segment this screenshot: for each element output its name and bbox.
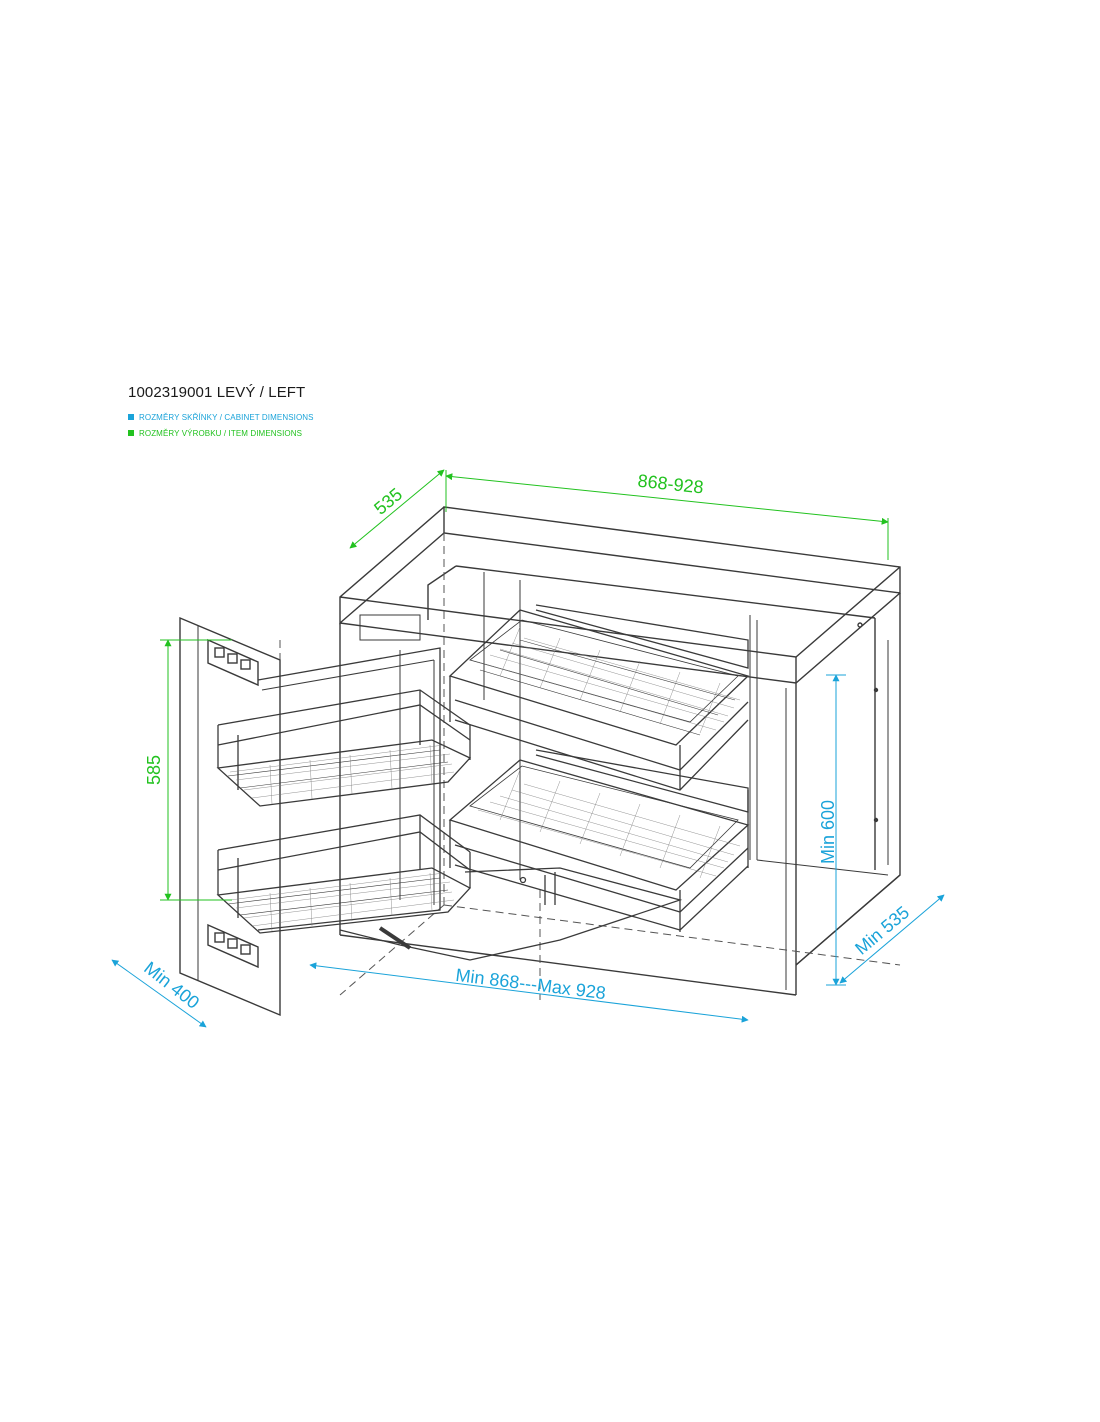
upper-back-basket: [448, 604, 750, 791]
lower-front-basket: [216, 814, 472, 934]
legend-item: ROZMĚRY VÝROBKU / ITEM DIMENSIONS: [128, 425, 314, 441]
cabinet-dimension-lines: [111, 674, 945, 1028]
cabinet-frame: [339, 506, 901, 996]
item-dimension-lines: [160, 469, 889, 901]
upper-front-basket: [216, 689, 472, 807]
basket-frame: [257, 647, 441, 931]
door-panel: [179, 616, 281, 1017]
legend-cabinet-label: ROZMĚRY SKŘÍNKY / CABINET DIMENSIONS: [139, 412, 314, 422]
product-title: 1002319001 LEVÝ / LEFT: [128, 384, 306, 401]
cabinet-width-label: Min 868---Max 928: [455, 965, 607, 1003]
item-width-label: 868-928: [637, 471, 705, 498]
legend-cabinet: ROZMĚRY SKŘÍNKY / CABINET DIMENSIONS: [128, 409, 314, 425]
upper-basket-mesh: [477, 626, 741, 734]
lower-front-mesh: [229, 872, 455, 932]
lower-basket-mesh: [477, 769, 741, 879]
lower-back-basket: [448, 749, 750, 932]
legend-item-label: ROZMĚRY VÝROBKU / ITEM DIMENSIONS: [139, 428, 303, 438]
cabinet-depth-label: Min 535: [851, 902, 913, 958]
cabinet-height-label: Min 600: [818, 800, 838, 864]
swing-mechanism: [339, 614, 683, 961]
item-height-label: 585: [144, 755, 164, 785]
item-color-swatch: [128, 430, 134, 436]
door-width-label: Min 400: [140, 958, 203, 1013]
drawing-header: 1002319001 LEVÝ / LEFT ROZMĚRY SKŘÍNKY /…: [128, 384, 314, 441]
upper-front-mesh: [229, 744, 455, 805]
cabinet-color-swatch: [128, 414, 134, 420]
item-depth-label: 535: [370, 484, 406, 519]
